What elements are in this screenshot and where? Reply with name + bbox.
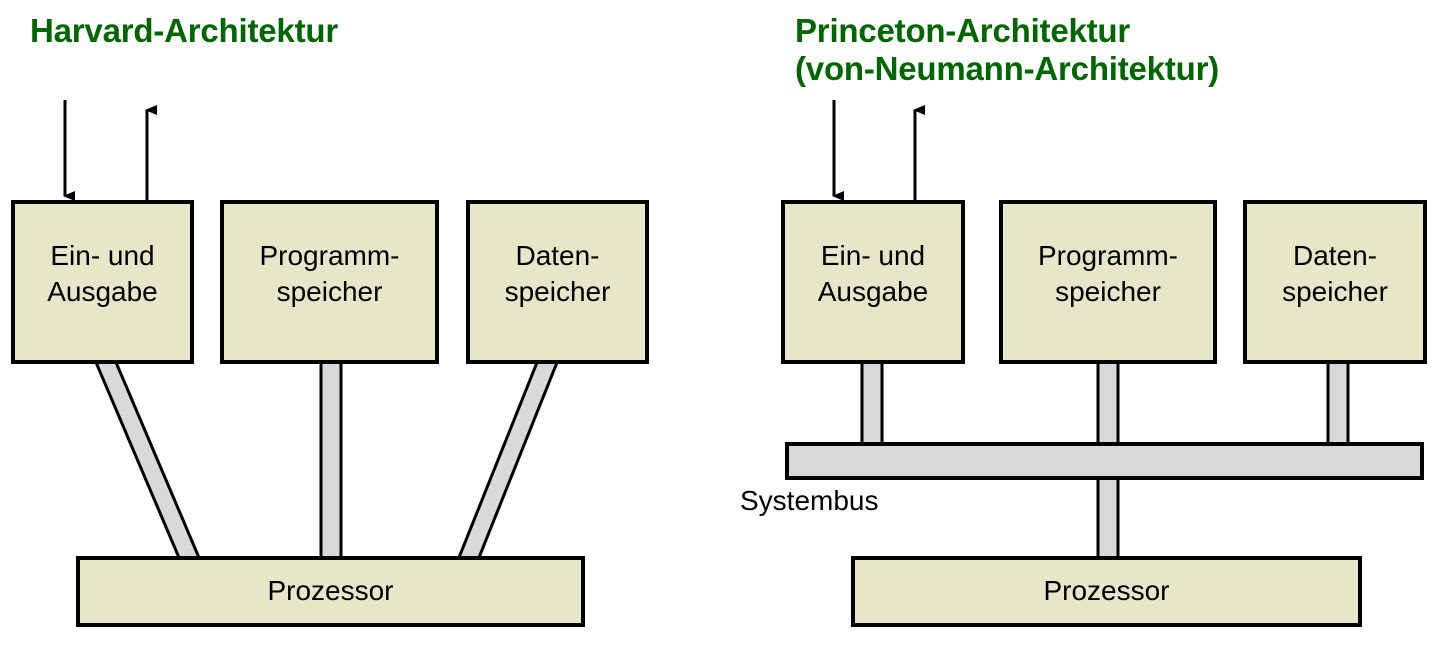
- connector-programmspeicher-to-prozessor: [319, 358, 343, 562]
- left-box-prozessor-label: Prozessor: [267, 575, 394, 606]
- left-diagram-title: Harvard-Architektur: [30, 12, 338, 49]
- connector-systembus-to-prozessor: [1096, 472, 1120, 562]
- systembus-bar: [785, 442, 1424, 480]
- connector-io-to-systembus: [860, 358, 884, 450]
- right-box-datenspeicher-label: Daten- speicher: [1282, 240, 1388, 307]
- left-box-datenspeicher-label: Daten- speicher: [504, 240, 611, 307]
- right-box-programmspeicher-label: Programm- speicher: [1037, 240, 1178, 307]
- right-box-prozessor: [851, 556, 1362, 627]
- left-box-io-label: Ein- und Ausgabe: [47, 240, 158, 307]
- left-box-datenspeicher: [466, 200, 649, 364]
- left-box-programmspeicher: [220, 200, 439, 364]
- right-box-datenspeicher: [1243, 200, 1427, 364]
- right-box-prozessor-label: Prozessor: [1043, 575, 1170, 606]
- systembus-label: Systembus: [740, 485, 879, 516]
- right-bus-connectors: [860, 358, 1350, 562]
- connector-programmspeicher-to-systembus: [1096, 358, 1120, 450]
- right-box-io: [781, 200, 965, 364]
- left-box-io: [11, 200, 194, 364]
- right-diagram-title: Princeton-Architektur (von-Neumann-Archi…: [795, 12, 1220, 87]
- connector-io-to-prozessor: [92, 358, 203, 562]
- connector-datenspeicher-to-prozessor: [455, 358, 561, 562]
- left-box-programmspeicher-label: Programm- speicher: [259, 240, 400, 307]
- left-bus-connectors: [92, 358, 561, 562]
- connector-datenspeicher-to-systembus: [1326, 358, 1350, 450]
- right-box-io-label: Ein- und Ausgabe: [817, 240, 929, 307]
- right-box-programmspeicher: [999, 200, 1217, 364]
- left-box-prozessor: [76, 556, 585, 627]
